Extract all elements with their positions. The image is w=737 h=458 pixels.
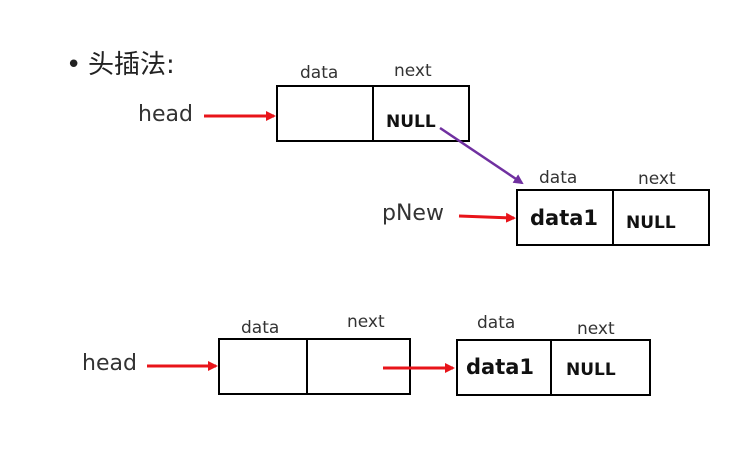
- node-a-data-label: data: [300, 63, 338, 83]
- node-a-box: [218, 338, 411, 395]
- node-a-next-label: next: [347, 312, 385, 332]
- pnew-label: pNew: [382, 201, 444, 226]
- node-new: data next data1 NULL: [516, 168, 710, 246]
- head-label: head: [82, 351, 137, 376]
- node-new-next-value: NULL: [566, 360, 616, 380]
- node-new-data-value: data1: [466, 355, 534, 379]
- node-new-data-label: data: [539, 168, 577, 188]
- node-new-box: [456, 339, 651, 396]
- head-label: head: [138, 102, 193, 127]
- node-new-next-label: next: [638, 169, 676, 189]
- next-to-new-arrow: [439, 126, 524, 185]
- node-new-next-label: next: [577, 319, 615, 339]
- node-a-data-label: data: [241, 318, 279, 338]
- node-new-data-value: data1: [530, 206, 598, 230]
- page-title: 头插法:: [88, 50, 175, 80]
- node-new: data next data1 NULL: [456, 313, 651, 396]
- diagram-after: head data next data next data1 NULL: [82, 312, 651, 396]
- node-a: data next: [218, 312, 411, 395]
- node-a-next-label: next: [394, 61, 432, 81]
- node-new-data-label: data: [477, 313, 515, 333]
- node-new-next-value: NULL: [626, 213, 676, 233]
- pnew-pointer-arrow: [458, 212, 516, 223]
- node-a: data next NULL: [276, 61, 470, 142]
- diagram-before: head data next NULL pNew data next data1…: [138, 61, 710, 246]
- title-bullet: •: [66, 50, 81, 80]
- node-a-next-value: NULL: [386, 112, 436, 132]
